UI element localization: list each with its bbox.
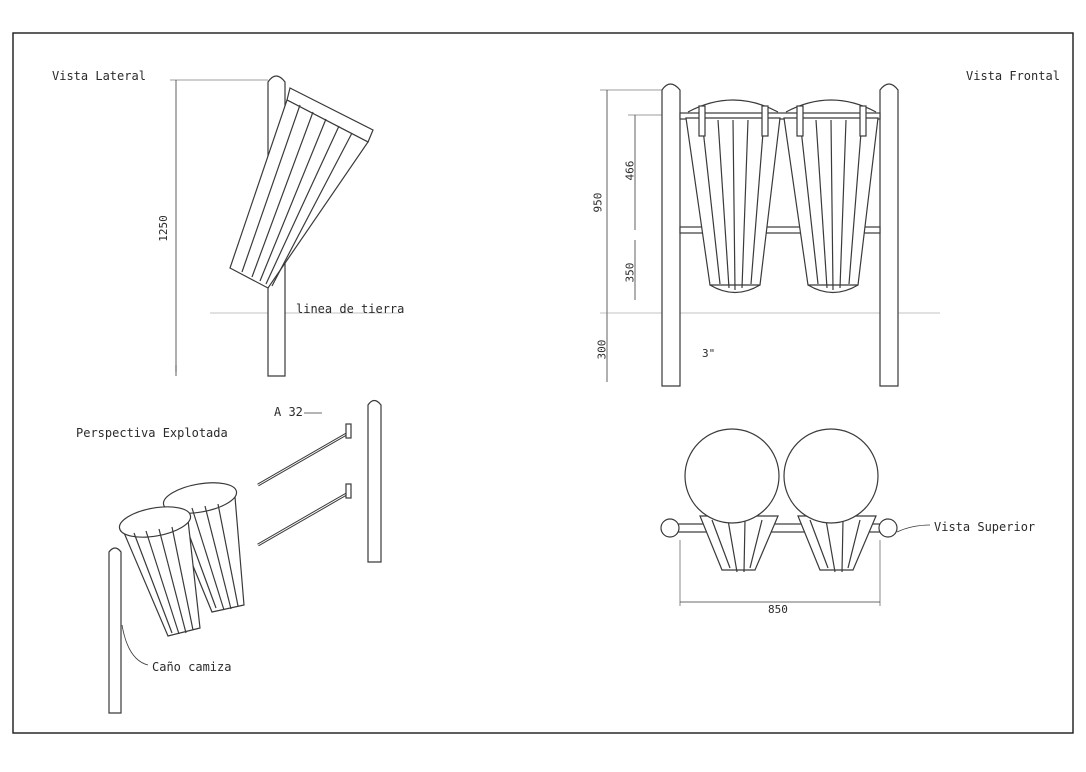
front-view bbox=[600, 83, 940, 387]
exploded-bin-front bbox=[118, 506, 201, 637]
part-tag: A 32 bbox=[274, 405, 303, 419]
exploded-view-title: Perspectiva Explotada bbox=[76, 426, 228, 440]
top-post-left bbox=[660, 518, 680, 538]
front-bin-right bbox=[783, 99, 879, 294]
front-post-right bbox=[879, 83, 899, 387]
side-view-title: Vista Lateral bbox=[52, 69, 146, 83]
sheet-frame bbox=[12, 32, 1074, 734]
dim-top-width: 850 bbox=[768, 603, 788, 616]
exploded-view bbox=[108, 399, 382, 714]
top-post-right bbox=[878, 518, 898, 538]
front-bin-left bbox=[685, 99, 781, 294]
ground-line-label: linea de tierra bbox=[296, 302, 405, 316]
front-rail-bottom bbox=[679, 226, 881, 234]
front-post-left bbox=[661, 83, 681, 387]
exploded-post-left bbox=[108, 547, 122, 714]
top-view bbox=[660, 428, 931, 606]
dim-side-height: 1250 bbox=[156, 215, 170, 242]
side-bin bbox=[229, 87, 374, 289]
top-view-title: Vista Superior bbox=[934, 520, 1036, 534]
dim-front-base: 300 bbox=[595, 339, 609, 360]
dim-front-mid: 350 bbox=[623, 262, 637, 283]
top-lid-left bbox=[684, 428, 780, 524]
sleeve-label: Caño camiza bbox=[152, 660, 232, 674]
dim-front-total: 950 bbox=[591, 192, 605, 213]
exploded-post-right bbox=[367, 399, 382, 563]
pipe-size-label: 3" bbox=[702, 347, 716, 360]
side-view bbox=[170, 75, 400, 377]
top-lid-right bbox=[783, 428, 879, 524]
dim-front-bin: 466 bbox=[623, 160, 637, 181]
front-view-title: Vista Frontal bbox=[966, 69, 1060, 83]
